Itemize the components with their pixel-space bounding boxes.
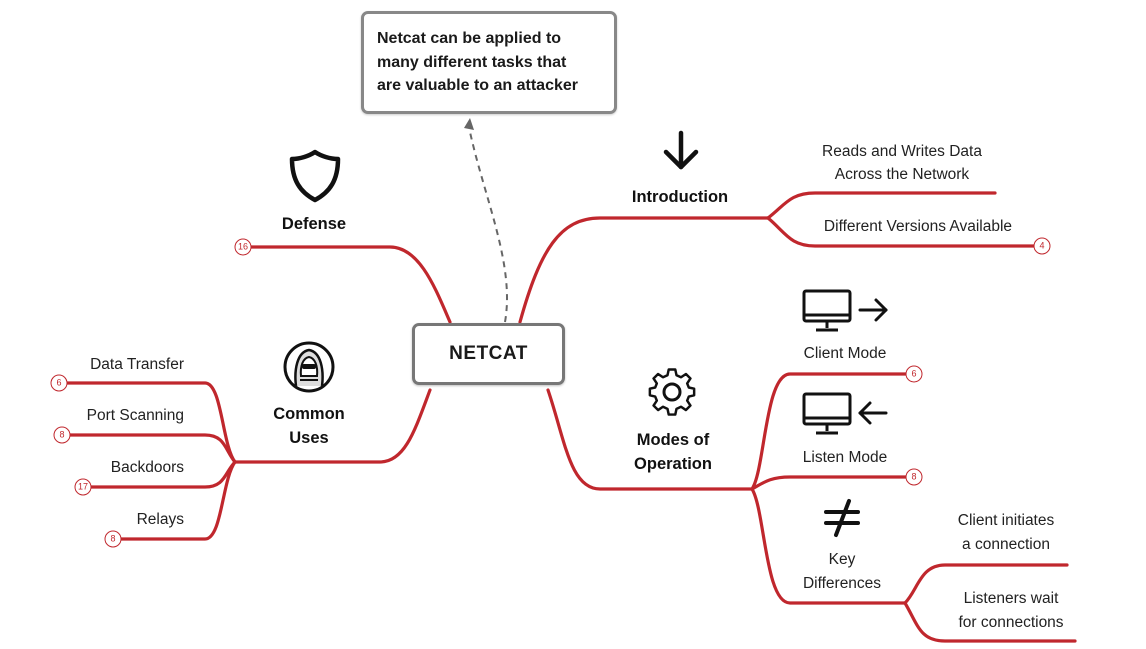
callout-box: Netcat can be applied to many different …	[361, 11, 617, 114]
branch-line-common-uses	[233, 388, 432, 464]
leaf-client-mode: Client Mode	[803, 345, 887, 362]
badge-listen-mode[interactable]: 8	[905, 468, 923, 486]
badge-client-mode[interactable]: 6	[905, 365, 923, 383]
branch-line-key-differences	[750, 487, 907, 605]
branch-line-port-scanning	[68, 433, 237, 464]
branch-line-client-mode	[750, 372, 909, 491]
branch-line-listen-mode	[750, 475, 909, 491]
callout-connector	[469, 131, 508, 323]
badge-port-scanning[interactable]: 8	[53, 426, 71, 444]
branch-line-introduction	[518, 216, 770, 324]
branch-line-defense	[248, 245, 452, 324]
center-node[interactable]: NETCAT	[412, 323, 565, 385]
badge-relays[interactable]: 8	[104, 530, 122, 548]
callout-arrowhead	[464, 118, 474, 130]
gear-icon	[648, 368, 696, 416]
branch-line-relays	[117, 460, 237, 541]
shield-icon	[289, 149, 341, 203]
branch-label-modes: Modes of Operation	[634, 431, 712, 473]
leaf-data-transfer: Data Transfer	[90, 356, 184, 373]
branch-label-defense: Defense	[281, 215, 347, 233]
arrow-down-icon	[663, 130, 699, 170]
hooded-figure-icon	[283, 341, 335, 393]
leaf-different-versions: Different Versions Available	[823, 218, 1013, 235]
leaf-backdoors: Backdoors	[110, 459, 184, 476]
branch-line-versions	[766, 216, 1038, 248]
leaf-key-differences: Key Differences	[802, 551, 882, 592]
leaf-reads-writes: Reads and Writes Data Across the Network	[822, 143, 982, 183]
monitor-arrow-left-icon	[802, 392, 888, 435]
branch-line-modes	[546, 388, 754, 491]
badge-different-versions[interactable]: 4	[1033, 237, 1051, 255]
badge-backdoors[interactable]: 17	[74, 478, 92, 496]
branch-line-client-initiates	[903, 563, 1069, 605]
branch-label-introduction: Introduction	[631, 188, 729, 206]
branch-label-common-uses: Common Uses	[273, 405, 345, 447]
leaf-port-scanning: Port Scanning	[86, 407, 184, 424]
branch-line-listeners-wait	[903, 601, 1077, 643]
not-equal-icon	[824, 499, 860, 537]
branch-line-reads-writes	[766, 191, 997, 220]
monitor-arrow-right-icon	[802, 289, 888, 332]
leaf-listeners-wait: Listeners wait for connections	[958, 590, 1064, 631]
leaf-relays: Relays	[136, 511, 184, 528]
leaf-client-initiates: Client initiates a connection	[957, 512, 1055, 553]
leaf-listen-mode: Listen Mode	[802, 449, 888, 466]
badge-defense[interactable]: 16	[234, 238, 252, 256]
badge-data-transfer[interactable]: 6	[50, 374, 68, 392]
